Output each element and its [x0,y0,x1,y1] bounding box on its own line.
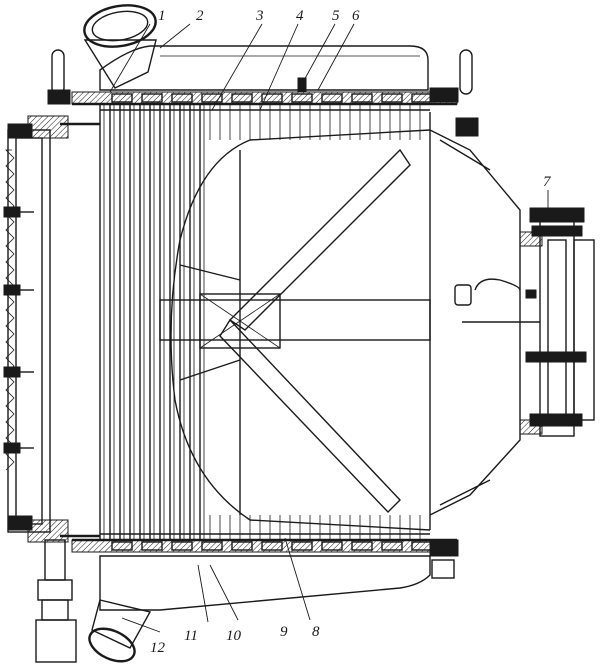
right-flange [519,207,595,437]
drain-fitting [35,539,77,663]
tube-bundle [99,104,421,540]
studs [47,49,479,579]
callout-7: 7 [543,174,552,190]
right-housing [429,129,540,516]
left-cover [5,115,100,543]
callout-leaders [109,23,549,633]
callout-12: 12 [150,640,166,656]
callout-8: 8 [312,624,320,640]
callout-3: 3 [255,8,264,24]
bottom-collector [99,555,431,611]
callout-11: 11 [184,628,198,644]
callout-labels: 1 2 3 4 5 6 7 8 9 10 11 12 [150,8,552,656]
support-frame [159,112,431,531]
callout-1: 1 [158,8,166,24]
callout-2: 2 [196,8,204,24]
top-header [99,45,429,91]
left-cover-bolts [3,123,34,531]
fin-plates [111,93,433,551]
callout-10: 10 [226,628,242,644]
inlet-pipe [83,4,157,89]
callout-6: 6 [352,8,360,24]
outlet-pipe [88,599,152,663]
callout-5: 5 [332,8,340,24]
top-tube-sheet [71,91,458,111]
vent-plug [297,77,307,93]
callout-4: 4 [296,8,304,24]
callout-9: 9 [280,624,288,640]
